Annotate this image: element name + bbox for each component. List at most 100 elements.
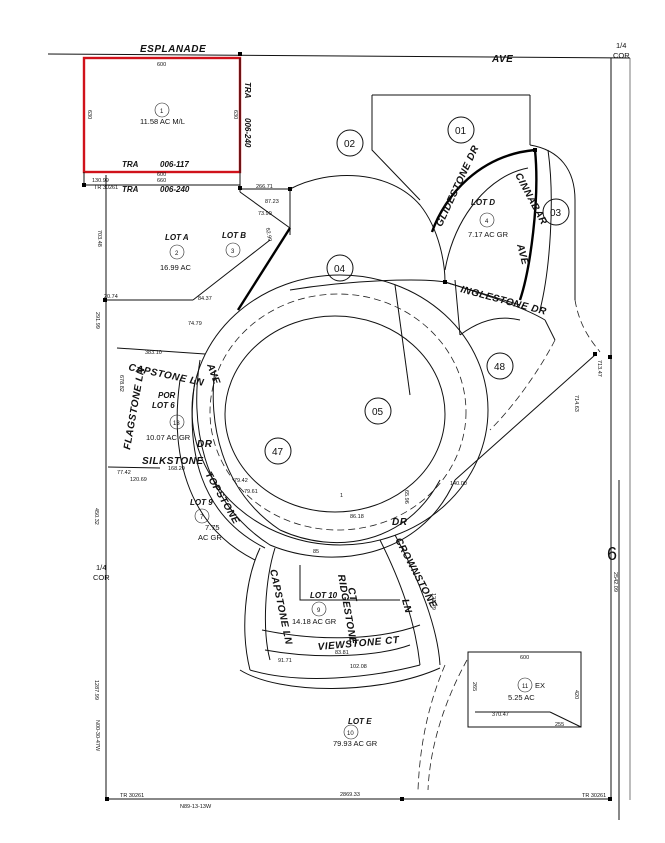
- dim-73: 73.99: [258, 211, 272, 217]
- monument-ticks: [82, 52, 612, 801]
- tra-240-side: TRA: [243, 82, 252, 99]
- lot-6: LOT 6: [152, 401, 175, 410]
- dim-2869: 2869.33: [340, 792, 360, 798]
- parcel-11: 11: [522, 684, 529, 690]
- area-13: 10.07 AC GR: [146, 433, 191, 442]
- tract-bottom-right: TR 30261: [582, 793, 606, 799]
- dim-266: 266.71: [256, 184, 273, 190]
- parcel-9: 9: [317, 608, 321, 614]
- lot-d: LOT D: [471, 198, 495, 207]
- dim-600-11: 600: [520, 655, 529, 661]
- street-flagstone: FLAGSTONE LN: [122, 366, 147, 451]
- parcel-48: 48: [494, 362, 506, 373]
- dim-600-top: 600: [157, 62, 166, 68]
- street-cinnabar-ave: AVE: [514, 242, 530, 266]
- dim-77: 77.42: [117, 470, 131, 476]
- east-roads: [289, 94, 601, 481]
- area-7b: AC GR: [198, 533, 222, 542]
- dim-65: 65.96: [403, 490, 409, 504]
- lot-e: LOT E: [348, 717, 372, 726]
- dim-2542: 2542.09: [612, 572, 618, 592]
- central-roads: [176, 274, 489, 561]
- dim-130: 130.99: [92, 178, 109, 184]
- parcel-1-highlight[interactable]: [82, 56, 242, 174]
- corner-left-frac: 1/4: [96, 563, 106, 572]
- dim-n89: N89-13-13W: [180, 804, 212, 810]
- area-11-ex: EX: [535, 681, 545, 690]
- dim-420: 420: [573, 690, 579, 699]
- lot-lines-west: [83, 58, 292, 469]
- dim-62: 62.99: [264, 227, 272, 242]
- area-7: 7.75: [205, 523, 220, 532]
- parcel-3: 3: [231, 249, 235, 255]
- street-silkstone: SILKSTONE: [142, 456, 204, 467]
- lot-b: LOT B: [222, 231, 246, 240]
- dim-84: 84.37: [198, 296, 212, 302]
- dim-255: 255: [555, 722, 564, 728]
- parcel-7: 7: [200, 515, 204, 521]
- dim-1287: 1287.99: [93, 680, 99, 700]
- tra-240-bottom-num: 006-240: [160, 185, 190, 194]
- area-1: 11.58 AC M/L: [140, 117, 185, 126]
- parcel-4: 4: [485, 219, 489, 225]
- parcel-10: 10: [347, 731, 354, 737]
- area-2: 16.99 AC: [160, 263, 191, 272]
- street-topstone-dr: DR: [197, 439, 213, 450]
- dim-291: 291.99: [94, 312, 100, 329]
- parcel-02: 02: [344, 139, 356, 150]
- dim-265: 265: [471, 682, 477, 691]
- dim-678: 678.82: [118, 375, 124, 392]
- dim-714: 714.63: [573, 395, 579, 412]
- parcel-1: 1: [160, 109, 164, 115]
- dim-1: 1: [340, 493, 343, 499]
- tract-top-left: TR 30261: [94, 185, 118, 191]
- dim-83: 83.81: [335, 650, 349, 656]
- tra-117: TRA: [122, 160, 139, 169]
- street-crownstone-ln: LN: [399, 598, 413, 615]
- dim-79: 79.42: [234, 478, 248, 484]
- lot-a: LOT A: [165, 233, 189, 242]
- tra-117-num: 006-117: [160, 160, 189, 169]
- dim-630-left: 630: [86, 110, 92, 119]
- dim-370: 370.47: [492, 712, 509, 718]
- dim-102: 102.08: [350, 664, 367, 670]
- corner-top-right-cor: COR: [613, 51, 630, 60]
- parcel-13: 13: [173, 421, 180, 427]
- street-capstone-ln2: CAPSTONE LN: [267, 568, 294, 646]
- dim-87: 87.23: [265, 199, 279, 205]
- tra-240-bottom: TRA: [122, 185, 139, 194]
- tract-bottom-left: TR 30261: [120, 793, 144, 799]
- dim-20: 20.74: [104, 294, 118, 300]
- area-4: 7.17 AC GR: [468, 230, 509, 239]
- dim-121: 121.79: [430, 593, 436, 610]
- street-esplanade: ESPLANADE: [140, 44, 206, 55]
- parcel-2: 2: [175, 251, 179, 257]
- lot-6-por: POR: [158, 391, 176, 400]
- south-roads: [239, 534, 468, 791]
- area-11: 5.25 AC: [508, 693, 535, 702]
- lot-9: LOT 9: [190, 498, 213, 507]
- street-inglestone: INGLESTONE DR: [459, 284, 548, 318]
- lot-10: LOT 10: [310, 591, 338, 600]
- street-ridgestone: RIDGESTONE: [335, 574, 358, 646]
- dim-703: 703.48: [96, 230, 102, 247]
- dim-383: 383.10: [145, 350, 162, 356]
- parcel-01: 01: [455, 126, 467, 137]
- dim-79b: 79.61: [244, 489, 258, 495]
- corner-top-right-frac: 1/4: [616, 41, 626, 50]
- tra-240-side-num: 006-240: [243, 118, 252, 148]
- dim-86: 86.18: [350, 514, 364, 520]
- parcel-47: 47: [272, 447, 284, 458]
- section-number: 6: [607, 544, 617, 564]
- area-9: 14.18 AC GR: [292, 617, 337, 626]
- parcel-05: 05: [372, 407, 384, 418]
- parcel-11-lines: [467, 651, 582, 728]
- dim-120: 120.69: [130, 477, 147, 483]
- parcel-04: 04: [334, 264, 346, 275]
- dim-450: 450.32: [93, 508, 99, 525]
- street-ridgestone-ct: CT: [345, 587, 358, 603]
- dim-630-right: 630: [232, 110, 238, 119]
- dim-660: 660: [157, 178, 166, 184]
- street-glidestone: GLIDESTONE DR: [434, 144, 482, 229]
